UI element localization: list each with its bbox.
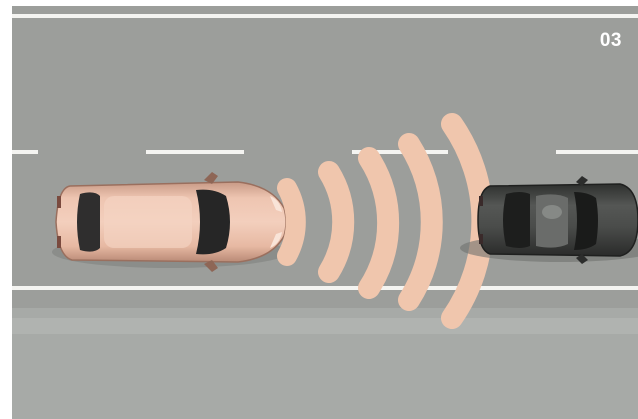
bottom-edge-line	[12, 286, 638, 290]
lead-vehicle	[460, 176, 638, 264]
shoulder-stripe	[12, 318, 638, 334]
page-number: 03	[600, 30, 622, 52]
radar-wave	[287, 188, 296, 256]
lane-dash	[146, 150, 244, 154]
lane-dash	[12, 150, 38, 154]
top-edge-line	[12, 14, 638, 18]
own-vehicle	[52, 172, 288, 272]
lane-dash	[556, 150, 638, 154]
